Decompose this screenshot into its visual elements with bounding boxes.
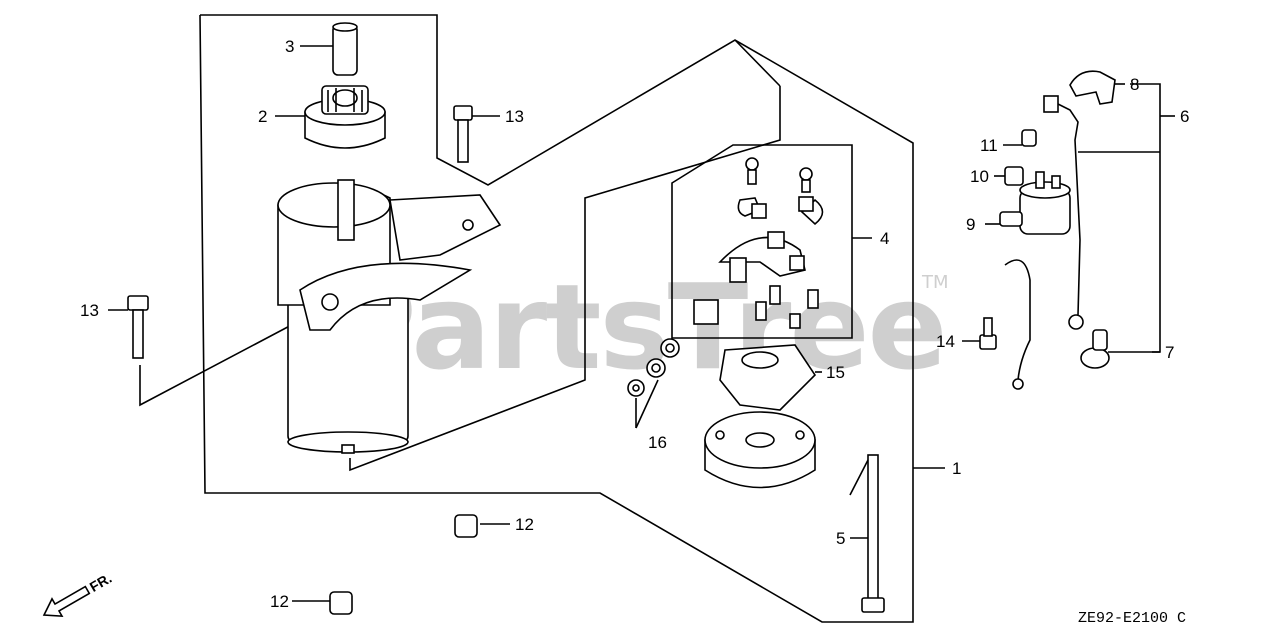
assembly-outline <box>199 14 914 623</box>
starter-cable <box>1043 95 1084 330</box>
callout-4: 4 <box>880 229 889 248</box>
brush-kit-box <box>671 144 853 339</box>
callout-15: 15 <box>826 363 845 382</box>
callout-2: 2 <box>258 107 267 126</box>
pinion-gear <box>304 85 386 149</box>
bolt-14 <box>979 317 997 350</box>
ground-wire <box>1004 259 1031 390</box>
callout-12-lower: 12 <box>270 592 289 611</box>
brush-kit <box>693 157 824 329</box>
rubber-mount-upper <box>454 514 478 538</box>
callout-12-upper: 12 <box>515 515 534 534</box>
shaft-pin <box>332 22 358 76</box>
solenoid-nut-10 <box>1004 166 1024 186</box>
callout-3: 3 <box>285 37 294 56</box>
flange-bolt-lower <box>127 295 149 359</box>
front-indicator: FR. <box>42 570 115 618</box>
callout-16: 16 <box>648 433 667 452</box>
solenoid-nut-11 <box>1021 129 1037 147</box>
callout-8: 8 <box>1130 75 1139 94</box>
starter-solenoid <box>999 171 1071 235</box>
callout-5: 5 <box>836 529 845 548</box>
callout-10: 10 <box>970 167 989 186</box>
starter-motor <box>277 179 502 454</box>
callout-7: 7 <box>1165 343 1174 362</box>
callout-11: 11 <box>980 136 998 155</box>
callout-labels: 3 2 13 13 4 15 16 1 5 12 12 8 6 11 10 9 … <box>80 37 1189 611</box>
rubber-mount-lower <box>329 591 353 615</box>
callout-leaders <box>108 45 1175 602</box>
nuts-washers <box>627 338 680 397</box>
brush-holder-plate <box>719 344 817 411</box>
brush-assembly-frame <box>349 86 781 472</box>
callout-13-upper: 13 <box>505 107 524 126</box>
bolt-leader <box>139 301 336 407</box>
callout-14: 14 <box>936 332 955 351</box>
flange-bolt-upper <box>453 105 473 163</box>
callout-9: 9 <box>966 215 975 234</box>
front-label: FR. <box>87 570 115 595</box>
watermark-trademark: TM <box>921 272 949 293</box>
terminal-boot-8 <box>1069 70 1116 105</box>
front-arrow-icon <box>42 585 91 618</box>
diagram-code: ZE92-E2100 C <box>1078 610 1186 627</box>
through-bolt <box>861 454 885 613</box>
terminal-boot-7 <box>1080 329 1110 369</box>
callout-1: 1 <box>952 459 961 478</box>
callout-13-lower: 13 <box>80 301 99 320</box>
callout-6: 6 <box>1180 107 1189 126</box>
end-cover <box>704 411 816 489</box>
